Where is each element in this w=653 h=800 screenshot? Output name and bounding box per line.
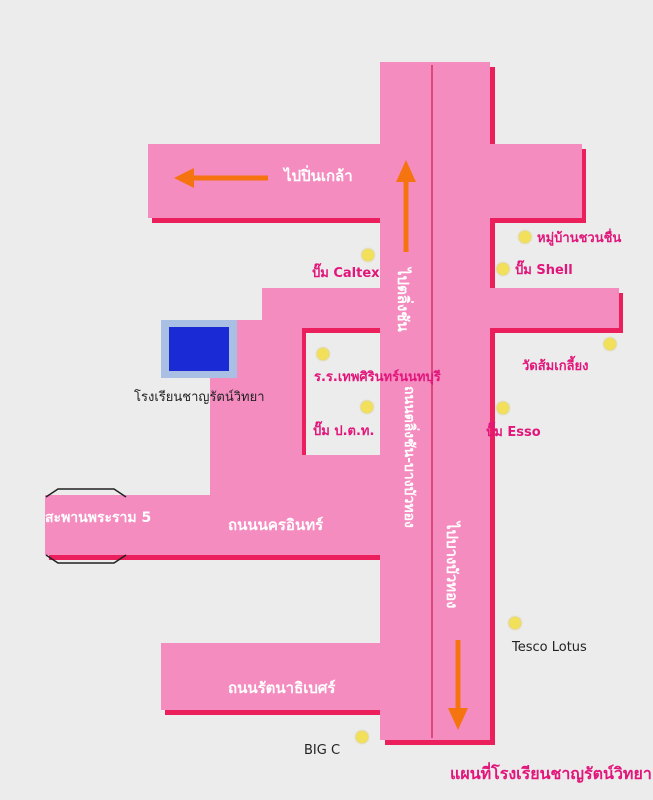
label-rattanathibet: ถนนรัตนาธิเบศร์ (228, 679, 336, 697)
label-main-road: ถนนตลิ่งชัน-บางบัวทอง (401, 386, 417, 528)
label-wat: วัดส้มเกลี้ยง (522, 359, 589, 374)
school-label: โรงเรียนชาญรัตน์วิทยา (134, 390, 265, 405)
poi-bigc-icon (356, 731, 368, 743)
label-tesco: Tesco Lotus (512, 640, 587, 655)
poi-rr-school-icon (317, 348, 329, 360)
roads (45, 62, 619, 740)
school-marker-icon (169, 327, 229, 371)
label-rama5-bridge: สะพานพระราม 5 (45, 510, 152, 526)
poi-caltex-icon (362, 249, 374, 261)
poi-village-icon (519, 231, 531, 243)
direction-arrows (174, 160, 468, 730)
road-to-pinklao (148, 144, 582, 218)
road-talingchan-bangbuathong (380, 62, 490, 740)
arrow-down-icon (448, 640, 468, 730)
label-to-pinklao: ไปปิ่นเกล้า (284, 167, 353, 185)
road-nakhon-in (45, 495, 388, 555)
label-nakhon-in: ถนนนครอินทร์ (228, 516, 324, 534)
label-to-bangbuathong: ไปบางบัวทอง (443, 522, 461, 609)
poi-tesco-icon (509, 617, 521, 629)
arrow-up-icon (396, 160, 416, 252)
poi-shell-icon (497, 263, 509, 275)
label-shell: ปั๊ม Shell (515, 263, 573, 278)
label-ptt: ปั๊ม ป.ต.ท. (313, 424, 375, 439)
label-bigc: BIG C (304, 743, 341, 758)
label-rr-school: ร.ร.เทพศิรินทร์นนทบุรี (314, 370, 441, 385)
arrow-left-icon (174, 168, 268, 188)
label-caltex: ปั๊ม Caltex (312, 266, 380, 281)
poi-esso-icon (497, 402, 509, 414)
map-title: แผนที่โรงเรียนชาญรัตน์วิทยา (450, 764, 652, 783)
poi-ptt-icon (361, 401, 373, 413)
label-village: หมู่บ้านชวนชื่น (537, 231, 622, 246)
road-rattanathibet (161, 643, 384, 710)
label-to-talingchan: ไปตลิ่งชัน (394, 268, 412, 332)
label-esso: ปั๊ม Esso (486, 425, 541, 440)
road-school-stub (244, 455, 386, 495)
poi-wat-icon (604, 338, 616, 350)
bridge-marks (45, 488, 127, 564)
